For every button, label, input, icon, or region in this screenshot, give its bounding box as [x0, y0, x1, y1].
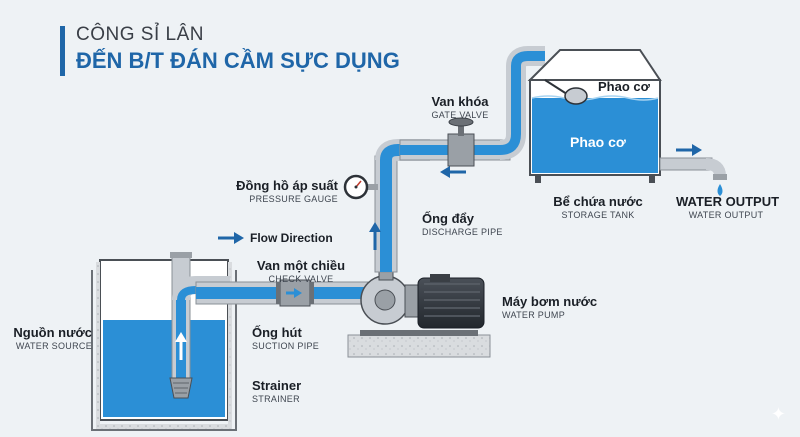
header-subtitle: CÔNG SỈ LÂN: [76, 24, 204, 45]
discharge-pipe-en: DISCHARGE PIPE: [422, 227, 503, 237]
water-pump-vi: Máy bơm nước: [502, 294, 598, 309]
discharge-pipe: [369, 139, 430, 273]
check-valve-label: Van một chiều CHECK VALVE: [246, 258, 356, 285]
storage-tank-label: Bể chứa nước STORAGE TANK: [548, 194, 648, 221]
sparkle-icon: ✦: [770, 404, 786, 424]
strainer-label: Strainer STRAINER: [252, 378, 301, 405]
top-line: [399, 46, 545, 178]
well-water: [103, 320, 225, 417]
float-ball-icon: [564, 87, 588, 105]
water-pump-label: Máy bơm nước WATER PUMP: [502, 294, 597, 321]
pressure-gauge-en: PRESSURE GAUGE: [249, 194, 338, 204]
storage-tank: [527, 49, 662, 183]
gate-valve-vi: Van khóa: [431, 94, 489, 109]
discharge-flow-arrow-icon: [369, 222, 381, 232]
water-output-label: WATER OUTPUT WATER OUTPUT: [676, 194, 780, 221]
water-output-en: WATER OUTPUT: [688, 210, 764, 220]
gate-valve-en: GATE VALVE: [431, 110, 489, 120]
suction-pipe-en: SUCTION PIPE: [252, 341, 320, 351]
water-source-vi: Nguồn nước: [13, 325, 92, 340]
strainer-en: STRAINER: [252, 394, 300, 404]
strainer-vi: Strainer: [252, 378, 302, 393]
gate-valve-icon: [447, 133, 475, 167]
water-pump: [347, 267, 491, 358]
discharge-pipe-label: Ống đẩy DISCHARGE PIPE: [422, 211, 503, 238]
gate-valve-label: Van khóa GATE VALVE: [420, 94, 500, 121]
output-flow-arrow-icon: [692, 144, 702, 156]
legend-arrow-icon: [234, 232, 244, 244]
suction-line: [195, 279, 369, 307]
storage-tank-en: STORAGE TANK: [561, 210, 635, 220]
discharge-pipe-vi: Ống đẩy: [422, 211, 475, 226]
storage-tank-vi: Bể chứa nước: [553, 194, 643, 209]
check-valve-en: CHECK VALVE: [268, 274, 334, 284]
tank-float-label: Phao cơ: [598, 79, 650, 94]
water-source-en: WATER SOURCE: [15, 341, 92, 351]
water-pump-en: WATER PUMP: [502, 310, 565, 320]
output-pipe: [659, 144, 727, 196]
tank-water: [532, 98, 658, 173]
header-title: ĐẾN B/T ĐÁN CẦM SỰC DỤNG: [76, 48, 400, 73]
pressure-gauge: [343, 174, 378, 200]
pressure-gauge-label: Đồng hồ áp suất PRESSURE GAUGE: [200, 178, 338, 205]
tank-water-label: Phao cơ: [570, 134, 626, 150]
suction-pipe-vi: Ống hút: [252, 325, 302, 340]
top-line-flow-arrow-icon: [440, 166, 450, 178]
flow-direction-legend: [218, 232, 244, 244]
pressure-gauge-vi: Đồng hồ áp suất: [236, 178, 338, 193]
water-drop-icon: [717, 184, 723, 196]
water-source-label: Nguồn nước WATER SOURCE: [4, 325, 92, 352]
suction-pipe-label: Ống hút SUCTION PIPE: [252, 325, 319, 352]
water-output-vi: WATER OUTPUT: [676, 194, 780, 209]
flow-direction-label: Flow Direction: [250, 231, 333, 245]
suction-flow-arrow-icon: [175, 332, 187, 342]
header-accent-bar: [60, 26, 65, 76]
check-valve-vi: Van một chiều: [256, 258, 346, 273]
